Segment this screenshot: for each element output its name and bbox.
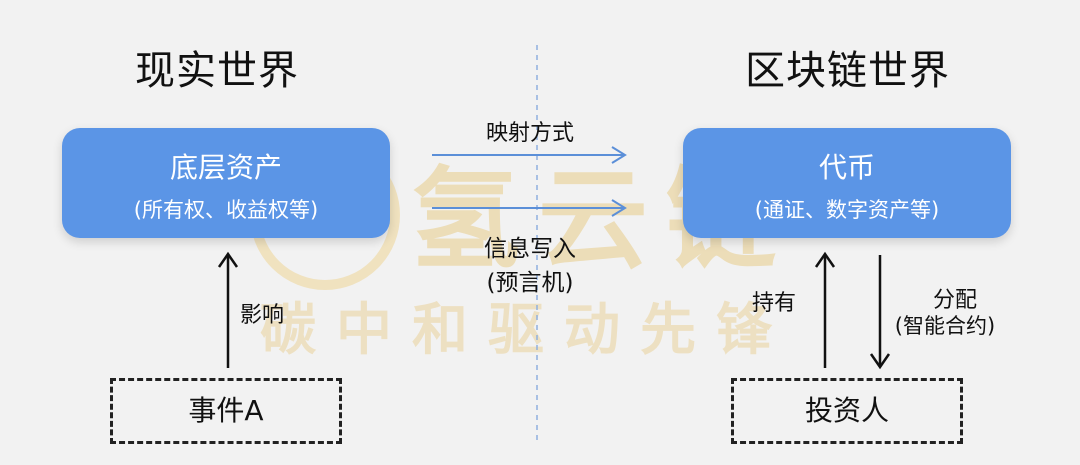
token-subtitle: (通证、数字资产等) — [754, 198, 940, 222]
mapping-label: 映射方式 — [485, 121, 574, 146]
distribute-label-line2: (智能合约) — [894, 314, 996, 338]
token-title: 代币 — [818, 151, 875, 184]
underlying-asset-box: 底层资产 (所有权、收益权等) — [62, 128, 390, 238]
oracle-label-line2: (预言机) — [486, 270, 574, 296]
distribute-label-line1: 分配 — [932, 288, 977, 313]
watermark-slogan: 碳中和驱动先锋 — [260, 298, 792, 363]
event-a-box: 事件A — [110, 378, 342, 444]
oracle-label-line1: 信息写入 — [484, 236, 576, 262]
hold-label: 持有 — [752, 291, 797, 316]
blockchain-world-title: 区块链世界 — [745, 48, 950, 94]
underlying-asset-title: 底层资产 — [169, 151, 282, 184]
influence-label: 影响 — [240, 303, 285, 328]
investor-box: 投资人 — [731, 378, 963, 444]
event-a-label: 事件A — [188, 394, 264, 427]
real-world-title: 现实世界 — [135, 48, 299, 94]
token-box: 代币 (通证、数字资产等) — [683, 128, 1011, 238]
investor-label: 投资人 — [804, 394, 889, 427]
underlying-asset-subtitle: (所有权、收益权等) — [133, 198, 319, 222]
